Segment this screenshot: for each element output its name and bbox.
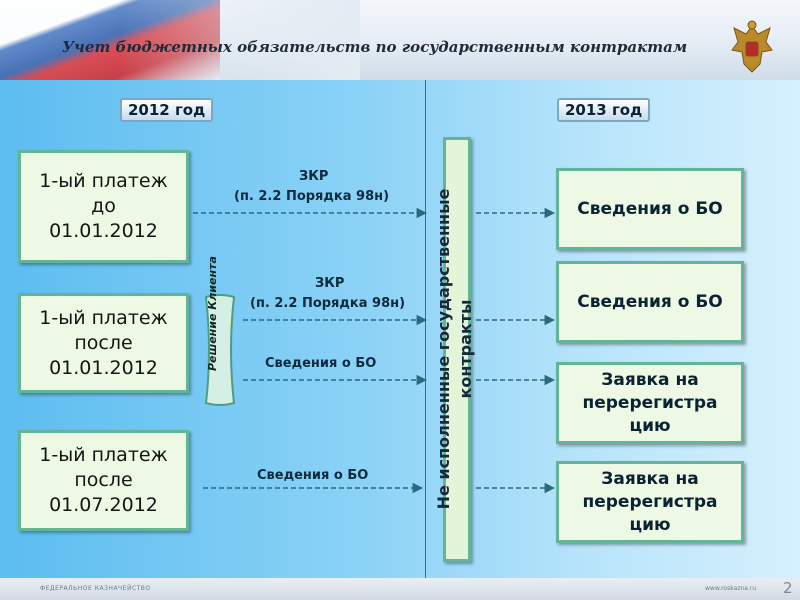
year-divider-line [425, 80, 426, 578]
box-line: перерегистра [582, 491, 718, 512]
first-payment-before-01-01-2012-box: 1-ый платеж до 01.01.2012 [18, 150, 189, 263]
box-line: до [91, 195, 116, 217]
box-line: 01.01.2012 [49, 220, 158, 242]
box-line: перерегистра [582, 392, 718, 413]
box-line: 1-ый платеж [39, 306, 168, 329]
box-line: Заявка на [601, 468, 699, 489]
year-2012-label: 2012 год [120, 98, 214, 122]
client-decision-ribbon [204, 294, 236, 406]
order-reference-label-2: (п. 2.2 Порядка 98н) [250, 296, 406, 311]
box-line: 1-ый платеж [39, 444, 168, 466]
zkr-label-1: ЗКР [299, 169, 329, 184]
box-line: 01.01.2012 [49, 356, 158, 379]
unfulfilled-contracts-bar [443, 137, 471, 562]
box-line: Сведения о БО [577, 198, 723, 219]
box-line: после [74, 469, 133, 491]
bo-info-box-2: Сведения о БО [556, 261, 744, 343]
zkr-label-2: ЗКР [315, 276, 345, 291]
box-line: Заявка на [601, 369, 699, 390]
unfulfilled-contracts-label: Не исполненные государственные контракты [434, 188, 475, 510]
slide-title: Учет бюджетных обязательств по государст… [62, 38, 688, 56]
coat-of-arms-icon [731, 20, 773, 73]
reregistration-request-box-1: Заявка на перерегистра цию [556, 362, 744, 444]
bo-info-box-1: Сведения о БО [556, 168, 744, 250]
slide-header [0, 0, 800, 80]
bo-info-label-2: Сведения о БО [257, 468, 369, 483]
footer-website: www.roskazna.ru [705, 585, 757, 592]
box-line: 01.07.2012 [49, 494, 158, 516]
order-reference-label-1: (п. 2.2 Порядка 98н) [234, 189, 390, 204]
box-line: 1-ый платеж [39, 170, 168, 192]
first-payment-after-01-07-2012-box: 1-ый платеж после 01.07.2012 [18, 430, 189, 531]
box-line: после [74, 331, 133, 354]
box-line: Сведения о БО [577, 291, 723, 312]
slide-footer [0, 578, 800, 600]
reregistration-request-box-2: Заявка на перерегистра цию [556, 461, 744, 543]
first-payment-after-01-01-2012-box: 1-ый платеж после 01.01.2012 [18, 293, 189, 393]
bo-info-label-1: Сведения о БО [265, 356, 377, 371]
year-2013-label: 2013 год [557, 98, 651, 122]
page-number: 2 [783, 579, 793, 597]
footer-organization: ФЕДЕРАЛЬНОЕ КАЗНАЧЕЙСТВО [40, 585, 151, 592]
box-line: цию [629, 415, 671, 436]
client-decision-label: Решение Клиента [206, 256, 234, 371]
box-line: цию [629, 514, 671, 535]
